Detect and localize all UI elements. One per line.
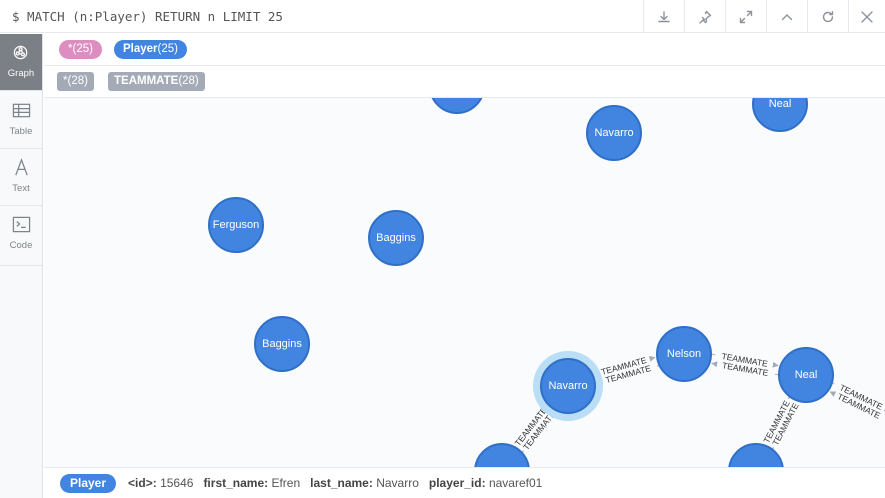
node-caption: Neal xyxy=(769,98,792,110)
text-icon xyxy=(11,157,31,177)
legend-all-nodes[interactable]: *(25) xyxy=(59,40,102,59)
legend-count: (25) xyxy=(157,43,178,55)
graph-node[interactable] xyxy=(474,443,530,467)
legend-label: * xyxy=(63,75,68,87)
legend-label: TEAMMATE xyxy=(114,75,179,87)
close-button[interactable] xyxy=(848,0,885,33)
node-caption: Nelson xyxy=(667,348,701,360)
graph-node[interactable] xyxy=(540,358,596,414)
node-caption: Ferguson xyxy=(213,219,259,231)
legend-count: (28) xyxy=(178,75,199,87)
legend-label: Player xyxy=(123,43,158,55)
status-prop-last-name: last_name: Navarro xyxy=(310,476,419,490)
status-prop-player-id: player_id: navaref01 xyxy=(428,476,543,490)
relationship-line[interactable] xyxy=(829,391,837,397)
sidebar-item-table[interactable]: Table xyxy=(0,92,42,149)
code-icon xyxy=(11,214,31,234)
expand-icon xyxy=(739,10,753,23)
sidebar-item-graph[interactable]: Graph xyxy=(0,34,42,91)
status-label-pill[interactable]: Player xyxy=(60,473,117,493)
graph-node[interactable] xyxy=(368,210,424,266)
legend-player[interactable]: Player(25) xyxy=(114,40,187,59)
graph-node[interactable] xyxy=(778,347,834,403)
graph-node[interactable] xyxy=(656,326,712,382)
relationship-types-legend: *(28) TEAMMATE(28) xyxy=(44,66,885,98)
pin-icon xyxy=(699,10,712,24)
graph-icon xyxy=(11,42,31,62)
relationship-line[interactable] xyxy=(648,355,656,362)
rerun-button[interactable] xyxy=(807,0,848,33)
graph-node[interactable] xyxy=(208,197,264,253)
sidebar-item-label: Code xyxy=(9,240,33,251)
collapse-icon xyxy=(781,13,793,20)
graph-node[interactable] xyxy=(728,443,784,467)
rerun-icon xyxy=(822,10,834,22)
query-text[interactable]: $ MATCH (n:Player) RETURN n LIMIT 25 xyxy=(12,9,283,24)
download-button[interactable] xyxy=(643,0,684,33)
status-bar: Player <id>: 15646 first_name: Efren las… xyxy=(44,467,885,498)
table-icon xyxy=(11,100,31,120)
relationship-line[interactable] xyxy=(774,373,779,376)
relationship-line[interactable] xyxy=(711,361,718,368)
status-prop-first-name: first_name: Efren xyxy=(203,476,301,490)
relationship-line[interactable] xyxy=(772,361,779,368)
legend-all-relationships[interactable]: *(28) xyxy=(57,72,94,91)
sidebar-item-label: Graph xyxy=(7,68,35,79)
legend-count: (28) xyxy=(67,75,88,87)
status-prop-id: <id>: 15646 xyxy=(128,476,194,490)
pin-button[interactable] xyxy=(684,0,725,33)
sidebar-item-label: Text xyxy=(12,183,30,194)
graph-node[interactable] xyxy=(430,98,484,114)
legend-teammate[interactable]: TEAMMATE(28) xyxy=(108,72,205,91)
relationship-line[interactable] xyxy=(711,353,716,356)
view-sidebar: Graph Table Text Code xyxy=(0,34,43,498)
node-labels-legend: *(25) Player(25) xyxy=(44,34,885,66)
sidebar-item-text[interactable]: Text xyxy=(0,149,42,206)
sidebar-item-code[interactable]: Code xyxy=(0,206,42,266)
sidebar-item-label: Table xyxy=(9,126,33,137)
node-caption: Baggins xyxy=(376,232,416,244)
graph-node[interactable] xyxy=(254,316,310,372)
legend-count: (25) xyxy=(72,43,93,55)
collapse-button[interactable] xyxy=(766,0,807,33)
legend-label: * xyxy=(68,43,73,55)
node-caption: Navarro xyxy=(594,127,633,139)
expand-button[interactable] xyxy=(725,0,766,33)
graph-node[interactable] xyxy=(752,98,808,132)
graph-node[interactable] xyxy=(586,105,642,161)
query-bar: $ MATCH (n:Player) RETURN n LIMIT 25 xyxy=(0,0,885,33)
download-icon xyxy=(658,10,670,22)
graph-svg[interactable]: TEAMMATETEAMMATETEAMMATETEAMMATETEAMMATE… xyxy=(44,98,885,467)
node-caption: Navarro xyxy=(548,380,587,392)
node-caption: Neal xyxy=(795,369,818,381)
close-icon xyxy=(861,10,873,23)
node-caption: Baggins xyxy=(262,338,302,350)
